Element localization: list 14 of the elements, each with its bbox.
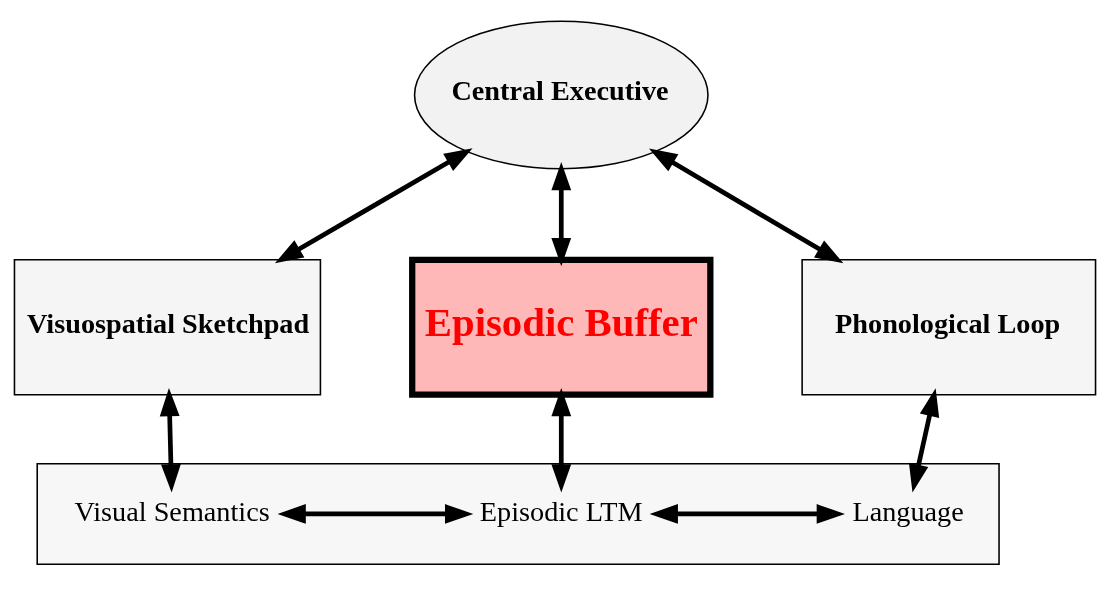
- node-box: Episodic Buffer: [409, 256, 714, 398]
- arrow: [551, 387, 572, 493]
- node-text: Episodic LTM: [479, 495, 643, 527]
- arrow: [277, 504, 474, 524]
- arrow: [551, 161, 572, 267]
- node-box: Phonological Loop: [801, 259, 1097, 396]
- arrow: [159, 387, 181, 493]
- arrow: [648, 148, 844, 264]
- node-box: Visuospatial Sketchpad: [13, 259, 322, 396]
- arrow: [649, 504, 845, 524]
- arrow: [274, 148, 473, 264]
- arrow: [908, 388, 940, 493]
- node-text: Language: [852, 495, 964, 527]
- node-text: Visual Semantics: [74, 495, 270, 527]
